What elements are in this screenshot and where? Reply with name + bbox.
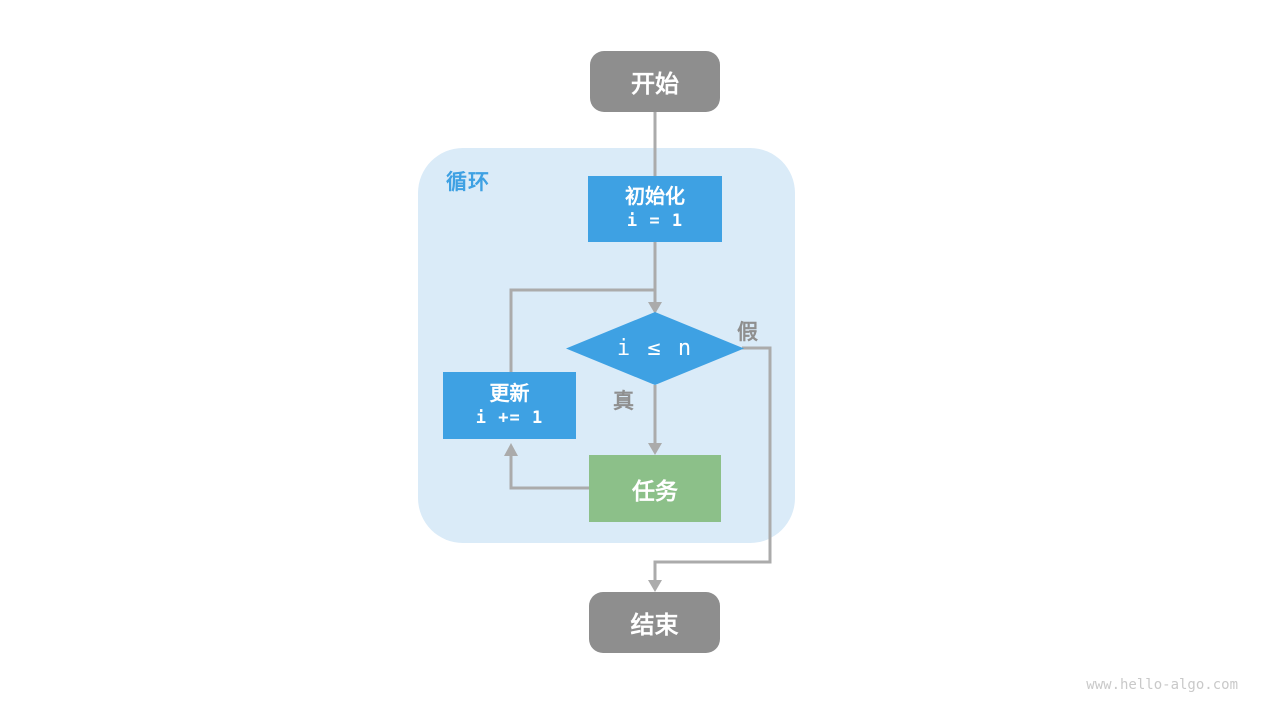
- node-start: 开始: [590, 51, 720, 112]
- node-update-code: i += 1: [475, 407, 544, 428]
- node-end: 结束: [589, 592, 720, 653]
- node-init-label: 初始化: [625, 186, 685, 209]
- node-task: 任务: [589, 455, 721, 522]
- node-start-label: 开始: [631, 71, 679, 98]
- node-update: 更新 i += 1: [443, 372, 576, 439]
- watermark-text: www.hello-algo.com: [1086, 677, 1238, 693]
- arrowhead-end-top: [648, 580, 662, 592]
- node-init: 初始化 i = 1: [588, 176, 722, 242]
- node-init-code: i = 1: [626, 211, 684, 232]
- edge-label-true: 真: [613, 390, 634, 413]
- node-task-label: 任务: [632, 477, 678, 504]
- edge-label-false: 假: [737, 321, 758, 344]
- node-update-label: 更新: [489, 382, 530, 405]
- loop-container-label: 循环: [446, 171, 490, 194]
- node-end-label: 结束: [630, 612, 679, 639]
- node-condition-label: i ≤ n: [616, 336, 694, 361]
